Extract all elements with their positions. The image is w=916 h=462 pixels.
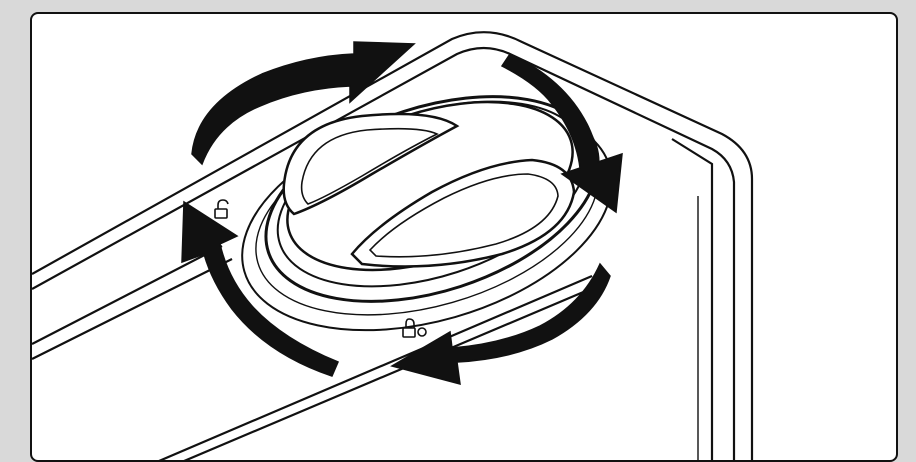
housing-side-seam [672,139,712,462]
housing-front-edge-2 [32,259,232,359]
housing-front-edge [32,246,222,344]
humidifier-cap-diagram [32,14,898,462]
lock-icon [403,319,426,337]
unlock-icon [215,200,228,218]
illustration-frame [30,12,898,462]
housing-bottom-face-line [152,276,592,462]
